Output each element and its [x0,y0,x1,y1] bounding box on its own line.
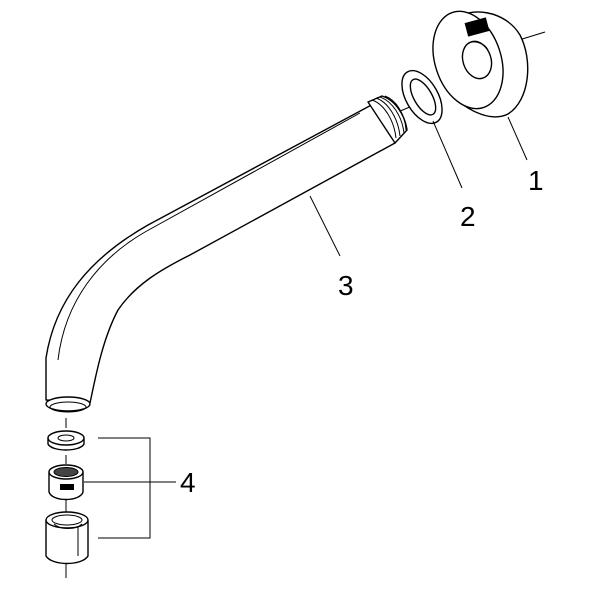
arm-thread [367,95,408,144]
axis-lines [65,31,546,578]
callout-4: 4 [180,467,196,498]
wall-rosette [432,10,529,118]
aerator-insert [48,464,84,501]
rosette-logo [464,17,490,37]
aerator-set [45,430,89,565]
gasket-ring [401,69,443,125]
leader-lines [84,116,528,539]
aerator-housing [45,511,89,565]
aerator-washer [47,430,85,451]
callout-3: 3 [338,270,354,301]
callout-1: 1 [528,165,544,196]
callout-2: 2 [460,201,476,232]
shower-arm [45,95,408,413]
